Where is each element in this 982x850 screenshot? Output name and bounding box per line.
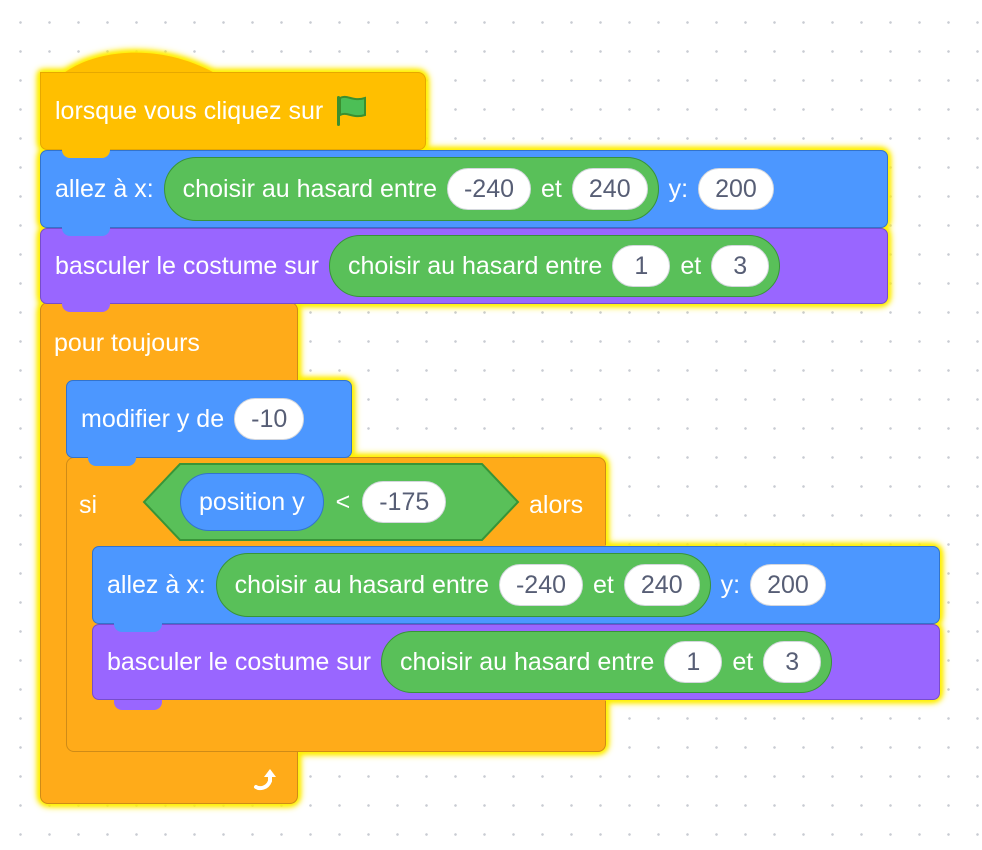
then-label: alors bbox=[529, 491, 584, 519]
random-from-field-goto2[interactable]: -240 bbox=[498, 564, 584, 606]
forever-label: pour toujours bbox=[54, 329, 200, 357]
less-than-operator: < bbox=[335, 487, 351, 516]
random-reporter-goto1[interactable]: choisir au hasard entre -240 et 240 bbox=[163, 157, 659, 221]
random-label-costume2: choisir au hasard entre bbox=[400, 647, 655, 676]
condition-slot[interactable]: position y < -175 bbox=[142, 462, 520, 542]
change-y-value-field[interactable]: -10 bbox=[234, 398, 305, 440]
random-to-field-goto2[interactable]: 240 bbox=[623, 564, 700, 606]
random-label-goto1: choisir au hasard entre bbox=[182, 174, 437, 203]
switch-costume-block-1[interactable]: basculer le costume sur choisir au hasar… bbox=[40, 228, 888, 304]
random-reporter-costume1[interactable]: choisir au hasard entre 1 et 3 bbox=[329, 235, 781, 297]
y-value-field-2[interactable]: 200 bbox=[750, 564, 826, 606]
random-from-field-costume2[interactable]: 1 bbox=[664, 641, 723, 683]
notch-tab bbox=[62, 148, 110, 158]
y-label-1: y: bbox=[668, 174, 689, 203]
notch-tab bbox=[88, 456, 136, 466]
costume-label-1: basculer le costume sur bbox=[55, 251, 320, 280]
if-label: si bbox=[79, 491, 98, 519]
y-value-field-1[interactable]: 200 bbox=[698, 168, 774, 210]
notch-tab bbox=[62, 226, 110, 236]
notch-tab bbox=[114, 700, 162, 710]
random-and-label-goto2: et bbox=[593, 570, 614, 599]
hat-label: lorsque vous cliquez sur bbox=[55, 96, 324, 125]
goto-xy-block-1[interactable]: allez à x: choisir au hasard entre -240 … bbox=[40, 150, 888, 228]
costume-label-2: basculer le costume sur bbox=[107, 647, 372, 676]
position-y-reporter[interactable]: position y bbox=[180, 473, 324, 531]
random-and-label-goto1: et bbox=[541, 174, 562, 203]
goto-label-1: allez à x: bbox=[55, 174, 154, 203]
green-flag-icon bbox=[333, 93, 369, 129]
random-reporter-goto2[interactable]: choisir au hasard entre -240 et 240 bbox=[215, 553, 711, 617]
random-from-field-goto1[interactable]: -240 bbox=[446, 168, 532, 210]
random-from-field-costume1[interactable]: 1 bbox=[612, 245, 671, 287]
random-to-field-costume1[interactable]: 3 bbox=[711, 245, 770, 287]
notch-tab bbox=[62, 302, 110, 312]
random-label-costume1: choisir au hasard entre bbox=[348, 251, 603, 280]
goto-label-2: allez à x: bbox=[107, 570, 206, 599]
goto-xy-block-2[interactable]: allez à x: choisir au hasard entre -240 … bbox=[92, 546, 940, 624]
y-label-2: y: bbox=[720, 570, 741, 599]
random-and-label-costume2: et bbox=[732, 647, 754, 676]
change-y-label: modifier y de bbox=[81, 404, 225, 433]
when-flag-clicked-block[interactable]: lorsque vous cliquez sur bbox=[40, 42, 426, 150]
random-label-goto2: choisir au hasard entre bbox=[234, 570, 489, 599]
change-y-block[interactable]: modifier y de -10 bbox=[66, 380, 352, 458]
compare-value-field[interactable]: -175 bbox=[362, 481, 447, 523]
notch-tab bbox=[114, 622, 162, 632]
random-and-label-costume1: et bbox=[680, 251, 702, 280]
loop-arrow-icon bbox=[251, 765, 281, 793]
switch-costume-block-2[interactable]: basculer le costume sur choisir au hasar… bbox=[92, 624, 940, 700]
random-to-field-costume2[interactable]: 3 bbox=[763, 641, 822, 683]
random-reporter-costume2[interactable]: choisir au hasard entre 1 et 3 bbox=[381, 631, 833, 693]
random-to-field-goto1[interactable]: 240 bbox=[571, 168, 648, 210]
